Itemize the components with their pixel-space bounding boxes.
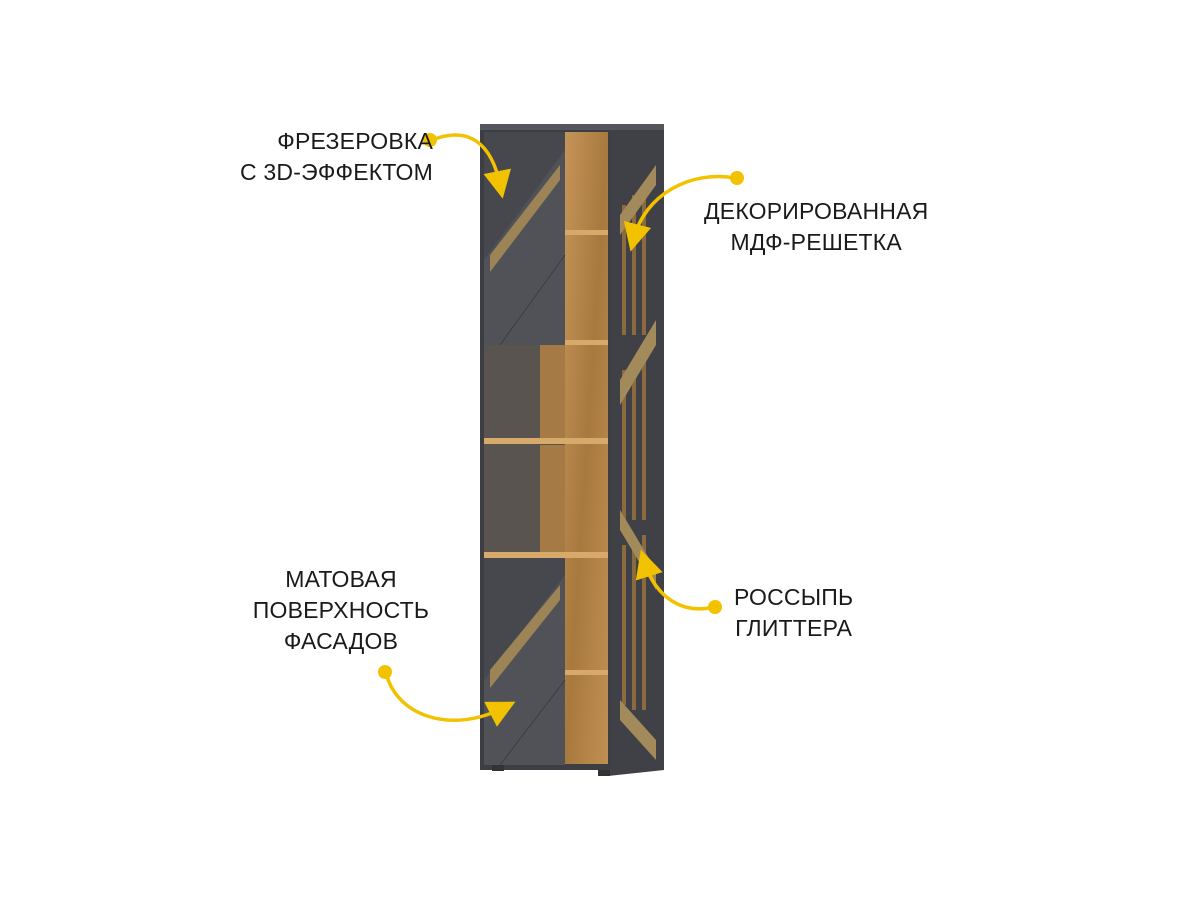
- shelves: [484, 230, 608, 675]
- label-matte: МАТОВАЯ ПОВЕРХНОСТЬ ФАСАДОВ: [252, 566, 430, 654]
- wood-column: [565, 132, 608, 764]
- lower-door: [484, 558, 566, 766]
- callout-dots: [378, 133, 744, 679]
- mdf-grille: [620, 165, 656, 760]
- label-grille: ДЕКОРИРОВАННАЯ МДФ-РЕШЕТКА: [704, 198, 929, 255]
- label-milling: ФРЕЗЕРОВКА С 3D-ЭФФЕКТОМ: [240, 128, 433, 185]
- upper-door: [484, 132, 566, 346]
- bookcase: [480, 124, 664, 776]
- label-glitter: РОССЫПЬ ГЛИТТЕРА: [734, 584, 854, 641]
- callout-arrows: [384, 133, 736, 727]
